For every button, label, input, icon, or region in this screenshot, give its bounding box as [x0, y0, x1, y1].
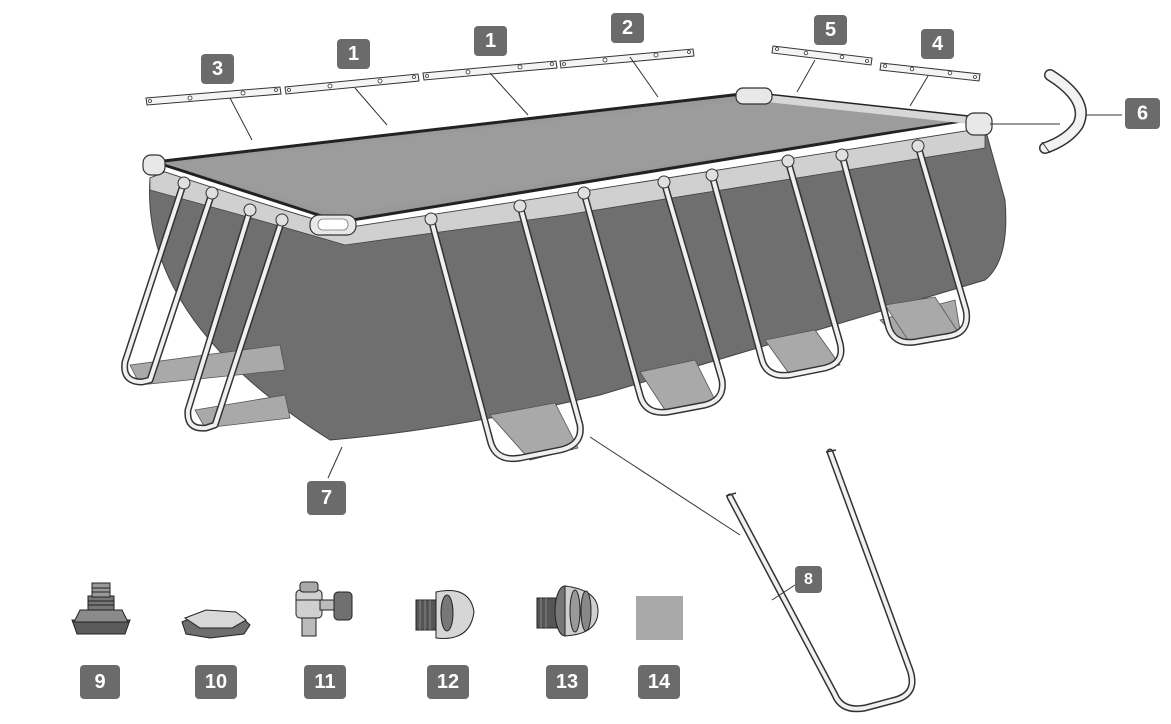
badge-label: 5 — [825, 19, 836, 41]
badge-label: 7 — [321, 487, 332, 509]
badge-rail-left-end: 3 — [201, 54, 234, 84]
hose-adapter-part — [71, 582, 131, 635]
leader-lines — [229, 56, 1122, 601]
pool-top-surface — [154, 91, 981, 224]
badge-inlet-connector: 12 — [427, 665, 469, 699]
badge-label: 14 — [648, 671, 671, 693]
rail-part-2 — [559, 48, 695, 69]
badge-strainer-valve: 11 — [304, 665, 346, 699]
outlet-connector-part — [536, 585, 599, 637]
badge-rail-right-long: 2 — [611, 13, 644, 43]
badges: 3 1 1 2 5 4 6 7 — [80, 13, 1160, 699]
u-support-part — [725, 448, 916, 713]
repair-patch-part — [636, 596, 683, 640]
drain-cap-part — [181, 609, 251, 639]
badge-label: 12 — [437, 671, 459, 693]
badge-label: 1 — [348, 43, 359, 65]
inlet-connector-part — [415, 590, 475, 639]
badge-label: 6 — [1137, 103, 1148, 125]
badge-label: 11 — [314, 671, 335, 693]
badge-rail-left-mid: 1 — [337, 39, 370, 69]
rail-part-3 — [145, 86, 282, 106]
badge-label: 8 — [804, 571, 813, 588]
badge-label: 4 — [932, 33, 944, 55]
rail-part-1-left — [284, 73, 420, 95]
badge-rail-short-b: 4 — [921, 29, 954, 59]
badge-rail-short-a: 5 — [814, 15, 847, 45]
badge-repair-patch: 14 — [638, 665, 680, 699]
badge-label: 2 — [622, 17, 633, 39]
pool-corner-joints — [142, 87, 993, 236]
pool-legs — [121, 139, 971, 463]
badge-label: 1 — [485, 30, 496, 52]
rail-part-1-center — [422, 60, 558, 81]
badge-label: 13 — [556, 671, 578, 693]
badge-hose-adapter: 9 — [80, 665, 120, 699]
badge-pool-liner: 7 — [307, 481, 346, 515]
corner-joint-part — [1039, 69, 1087, 154]
badge-label: 10 — [205, 671, 227, 693]
badge-label: 9 — [94, 671, 105, 693]
rail-part-5 — [771, 45, 873, 66]
badge-corner-joint: 6 — [1125, 98, 1160, 129]
badge-u-support: 8 — [795, 566, 822, 593]
strainer-valve-part — [295, 581, 353, 637]
badge-outlet-connector: 13 — [546, 665, 588, 699]
rail-part-4 — [879, 62, 981, 82]
badge-label: 3 — [212, 58, 223, 80]
badge-drain-cap: 10 — [195, 665, 237, 699]
loose-rails — [145, 45, 981, 106]
badge-rail-center: 1 — [474, 26, 507, 56]
